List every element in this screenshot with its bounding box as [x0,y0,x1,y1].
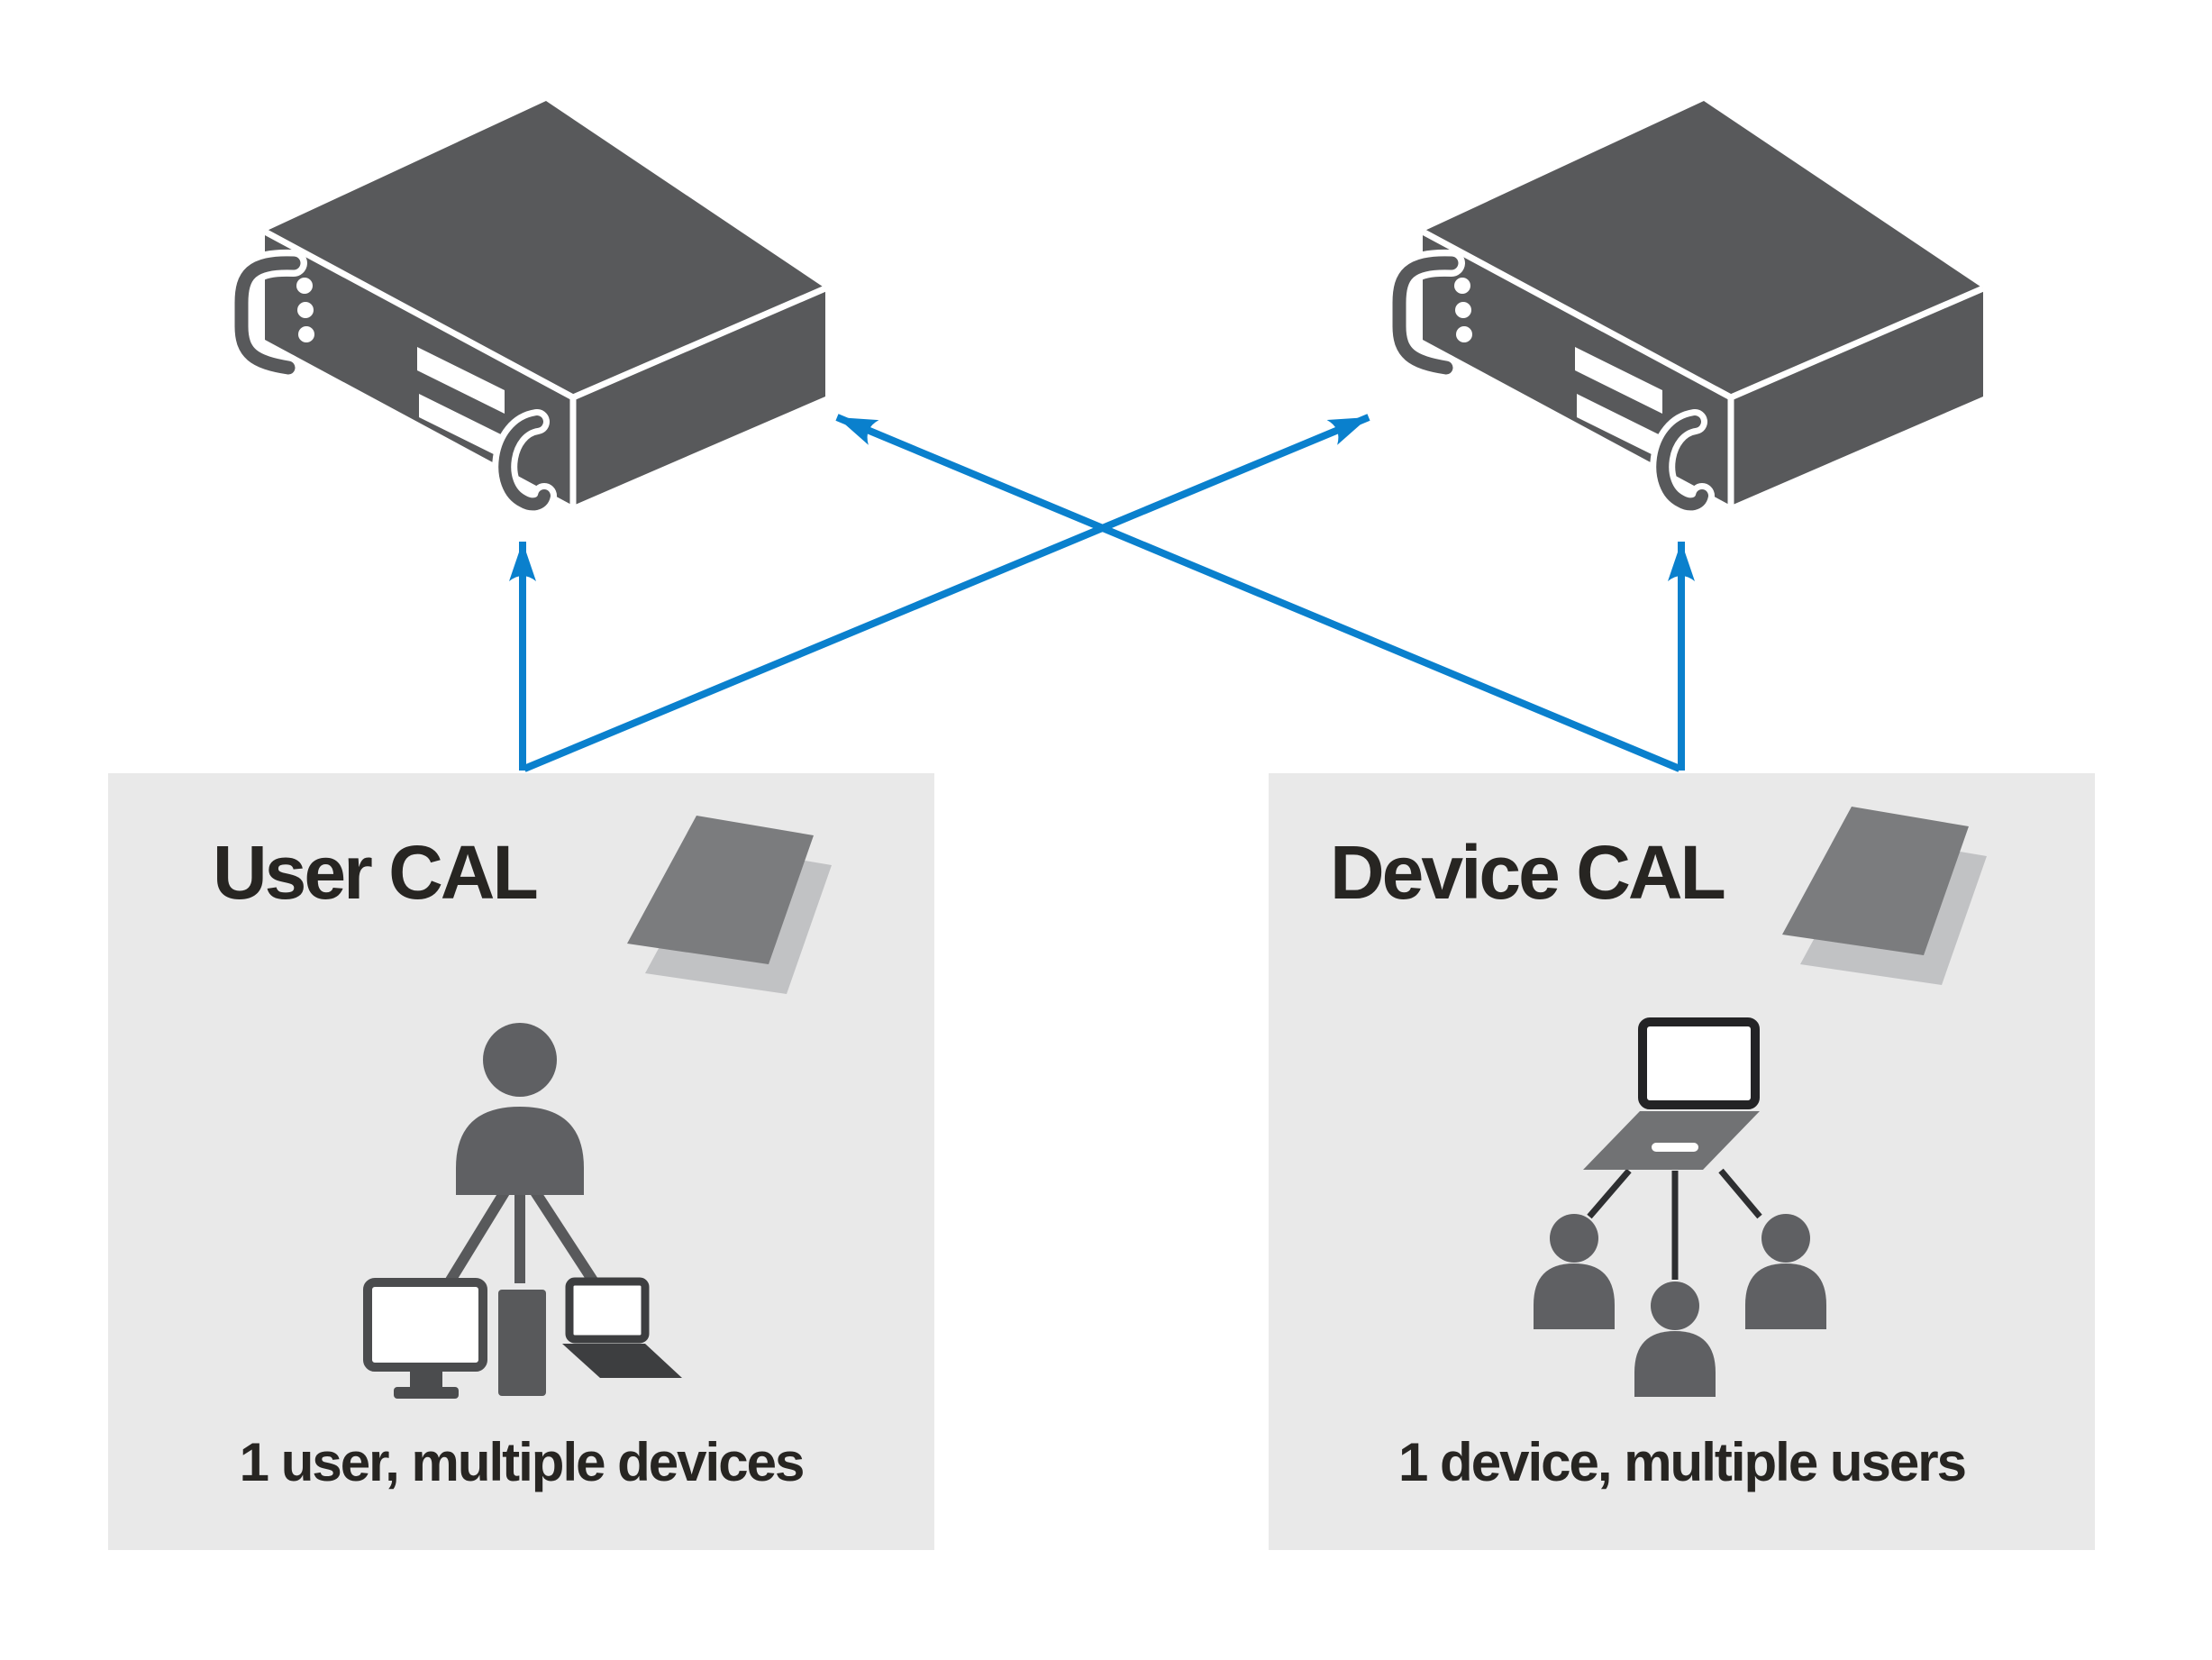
arrow-devicecal-to-left-server [835,414,1681,772]
device-with-multiple-users-icon [1534,1017,1826,1397]
user-cal-caption: 1 user, multiple devices [239,1432,806,1492]
user-with-multiple-devices-icon [363,1023,682,1399]
user-icon [1534,1214,1615,1329]
device-cal-caption: 1 device, multiple users [1398,1432,1967,1492]
laptop-icon [1583,1017,1760,1170]
device-cal-title: Device CAL [1330,830,1726,915]
user-icon [456,1023,584,1195]
server-icon [1399,101,1983,506]
server-icon [241,101,825,506]
arrow-usercal-to-right-server [523,414,1370,772]
desktop-tower-icon [498,1290,546,1396]
user-cal-title: User CAL [213,830,539,915]
license-arrows [509,414,1695,772]
license-document-icon [1782,807,1987,985]
monitor-icon [363,1278,487,1399]
laptop-icon [562,1277,682,1378]
license-document-icon [627,816,832,994]
user-icon [1745,1214,1826,1329]
user-icon [1634,1281,1716,1397]
